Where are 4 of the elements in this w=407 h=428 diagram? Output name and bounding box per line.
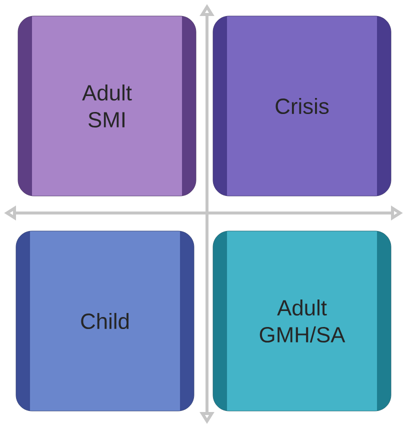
quadrant-box: Child: [16, 230, 194, 412]
quadrant-box: Crisis: [212, 16, 392, 196]
quadrant-box: Adult SMI: [18, 16, 196, 196]
quadrant-box: Adult GMH/SA: [212, 230, 392, 412]
